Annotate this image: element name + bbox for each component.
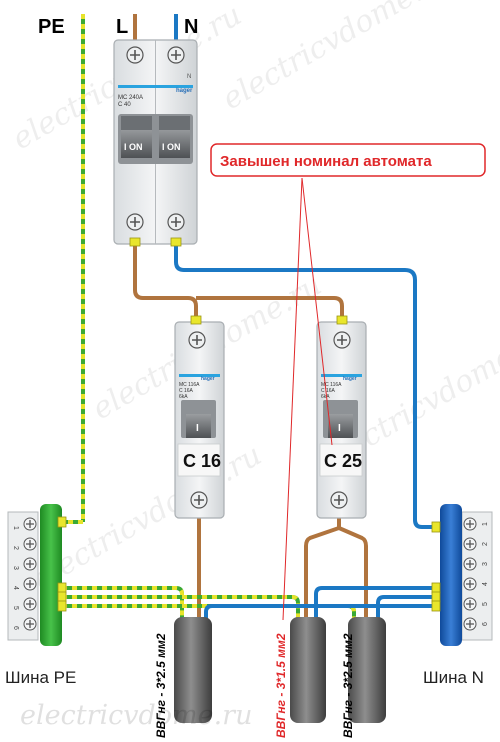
c25-rating-small: C 16A — [321, 388, 336, 394]
n-wires-outgoing — [204, 586, 432, 620]
c16-rating-small: C 16A — [179, 388, 194, 394]
bus-n-terminal-number: 4 — [482, 582, 489, 586]
c25-code: 6kA — [321, 394, 330, 400]
bus-n-screw-slot — [466, 540, 474, 548]
bus-pe-terminal-number: 6 — [12, 626, 19, 630]
bus-pe: 1 2 3 4 5 6 — [7, 504, 62, 646]
l-wire-distribution — [133, 244, 344, 318]
bus-n-terminal-number: 6 — [482, 622, 489, 626]
main-breaker-toggle-right: I ON — [162, 142, 181, 152]
n-label: N — [184, 16, 198, 38]
bus-pe-terminal-number: 4 — [12, 586, 19, 590]
bus-pe-screw-slot — [26, 520, 34, 528]
bus-n-label: Шина N — [423, 668, 484, 687]
c16-model: MC 116A — [179, 382, 200, 388]
bus-pe-label: Шина PE — [5, 668, 76, 687]
bus-n-terminal-number: 1 — [482, 522, 489, 526]
pe-label: PE — [38, 16, 65, 38]
c16-rating: C 16 — [183, 451, 221, 471]
watermark-bottom: electricvdome.ru — [20, 700, 252, 731]
c25-rating: C 25 — [324, 451, 362, 471]
breaker-c25: hager MC 116A C 16A 6kA I C 25 — [316, 315, 367, 519]
c25-toggle: I — [338, 423, 341, 434]
breaker-c16: hager MC 116A C 16A 6kA I C 16 — [174, 315, 225, 519]
bus-n-screw-slot — [466, 580, 474, 588]
cable-label-middle: ВВГнг - 3*1.5 мм2 — [274, 633, 288, 738]
main-breaker-n-mark: N — [187, 74, 191, 80]
bus-n-screw-slot — [466, 620, 474, 628]
c16-toggle: I — [196, 423, 199, 434]
bus-pe-terminal-number: 2 — [12, 546, 19, 550]
cable-left — [174, 617, 212, 723]
bus-pe-terminal-number: 1 — [12, 526, 19, 530]
bus-n-terminal-number: 3 — [482, 562, 489, 566]
main-breaker-rating: C 40 — [118, 102, 131, 108]
main-breaker: N hager MC 240A C 40 I ON I ON — [113, 39, 198, 247]
main-breaker-brand: hager — [176, 88, 193, 94]
terminal-caps — [57, 516, 441, 612]
callout: Завышен номинал автомата — [210, 143, 486, 621]
main-breaker-model: MC 240A — [118, 95, 143, 101]
l-label: L — [116, 16, 128, 38]
bus-n-terminal-number: 2 — [482, 542, 489, 546]
bus-n: 1 2 3 4 5 6 — [440, 504, 493, 646]
n-wire-to-bus — [174, 244, 432, 529]
watermark-text: electricvdome.ru — [217, 0, 458, 117]
cable-label-left: ВВГнг - 3*2.5 мм2 — [154, 633, 168, 738]
bus-pe-screw-slot — [26, 620, 34, 628]
bus-pe-screw-slot — [26, 580, 34, 588]
bus-n-screw-slot — [466, 560, 474, 568]
main-breaker-toggle-left: I ON — [124, 142, 143, 152]
c25-model: MC 116A — [321, 382, 342, 388]
bus-pe-terminal-number: 3 — [12, 566, 19, 570]
cable-right — [348, 617, 386, 723]
cable-label-right: ВВГнг - 3*2.5 мм2 — [341, 633, 355, 738]
bus-n-terminal-number: 5 — [482, 602, 489, 606]
bus-pe-screw-slot — [26, 540, 34, 548]
bus-pe-screw-slot — [26, 560, 34, 568]
bus-n-screw-slot — [466, 600, 474, 608]
callout-text: Завышен номинал автомата — [220, 153, 432, 170]
c16-code: 6kA — [179, 394, 188, 400]
cable-middle — [290, 617, 326, 723]
bus-pe-terminal-number: 5 — [12, 606, 19, 610]
c25-brand: hager — [343, 376, 357, 382]
bus-pe-screw-slot — [26, 600, 34, 608]
c16-brand: hager — [201, 376, 215, 382]
l-wire-out-c25 — [304, 510, 368, 620]
bus-n-screw-slot — [466, 520, 474, 528]
